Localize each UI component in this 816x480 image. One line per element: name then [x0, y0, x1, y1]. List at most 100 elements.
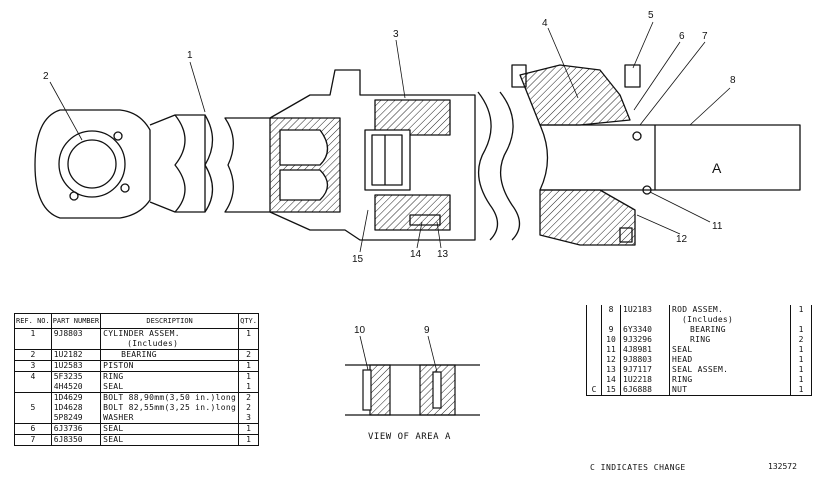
callout-8: 8: [730, 75, 736, 86]
row-description: BEARING: [669, 325, 791, 335]
table-row: (Includes): [14, 339, 259, 350]
view-letter-a: A: [712, 160, 722, 176]
callout-4: 4: [542, 18, 548, 29]
callout-3: 3: [393, 29, 399, 40]
row-ref: 8: [601, 305, 621, 315]
row-description: BEARING: [100, 349, 240, 361]
row-part-number: 4J8981: [620, 345, 670, 355]
row-part-number: 1U2218: [620, 375, 670, 385]
row-ref: 2: [14, 349, 52, 361]
view-caption: VIEW OF AREA A: [368, 432, 451, 442]
row-description: SEAL: [669, 345, 791, 355]
row-ref: 13: [601, 365, 621, 375]
callout-12: 12: [676, 234, 688, 245]
row-ref: 3: [14, 360, 52, 372]
callout-11: 11: [712, 221, 723, 232]
row-part-number: [620, 315, 670, 325]
row-description: ROD ASSEM.: [669, 305, 791, 315]
row-qty: 2: [238, 392, 259, 403]
callout-15: 15: [352, 254, 364, 265]
header-description: DESCRIPTION: [100, 313, 240, 329]
row-qty: 1: [246, 382, 251, 391]
row-description: WASHER: [100, 413, 240, 424]
row-ref: 9: [601, 325, 621, 335]
header-ref: REF. NO.: [14, 313, 52, 329]
row-ref: 7: [14, 434, 52, 446]
callout-10: 10: [354, 325, 366, 336]
callout-5: 5: [648, 10, 654, 21]
row-part-number: 6Y3340: [620, 325, 670, 335]
row-part-number: 1D4629: [51, 392, 102, 403]
row-qty: 1: [798, 345, 804, 354]
table-row: (Includes): [587, 315, 812, 325]
row-ref: 4: [14, 371, 52, 382]
row-part-number: 1U2183: [620, 305, 670, 315]
row-ref: 1: [14, 328, 52, 339]
row-ref: 12: [601, 355, 621, 365]
piston: [364, 99, 451, 231]
piston-rod: [539, 124, 801, 191]
callout-13: 13: [437, 249, 449, 260]
row-part-number: 9J7117: [620, 365, 670, 375]
header-qty: QTY.: [238, 313, 259, 329]
row-description: RING: [100, 371, 240, 382]
row-part-number: 6J8350: [51, 434, 102, 446]
header-part: PART NUMBER: [51, 313, 102, 329]
row-description: (Includes): [100, 339, 240, 350]
row-ref: 11: [601, 345, 621, 355]
row-qty: 1: [798, 365, 804, 374]
row-qty: 1: [798, 375, 804, 384]
cylinder-head: [511, 64, 652, 246]
row-description: BOLT 88,90mm(3,50 in.)long: [100, 392, 240, 403]
row-description: BOLT 82,55mm(3,25 in.)long: [100, 403, 240, 413]
table-header: REF. NO. PART NUMBER DESCRIPTION QTY.: [14, 313, 259, 329]
row-description: SEAL: [100, 423, 240, 435]
row-ref: 15: [601, 385, 621, 396]
row-description: HEAD: [669, 355, 791, 365]
row-qty: 2: [798, 335, 804, 344]
row-part-number: 9J8803: [51, 328, 102, 339]
row-qty: 1: [238, 371, 259, 382]
cylinder-barrel: [224, 69, 476, 241]
row-part-number: 1U2583: [51, 360, 102, 372]
row-part-number: 9J8803: [620, 355, 670, 365]
row-ref: [14, 413, 52, 424]
row-qty: 1: [798, 305, 804, 314]
row-description: NUT: [669, 385, 791, 396]
row-description: SEAL: [100, 382, 240, 393]
row-ref: 6: [14, 423, 52, 435]
row-ref: 14: [601, 375, 621, 385]
row-qty: 1: [238, 423, 259, 435]
row-ref: 5: [14, 403, 52, 413]
row-change-mark: [587, 355, 602, 365]
row-change-mark: [587, 325, 602, 335]
row-change-mark: [587, 305, 602, 315]
row-qty: [791, 315, 812, 325]
row-change-mark: [587, 365, 602, 375]
row-description: SEAL ASSEM.: [669, 365, 791, 375]
row-ref: [14, 339, 52, 350]
row-description: RING: [669, 375, 791, 385]
row-description: CYLINDER ASSEM.: [100, 328, 240, 339]
row-description: PISTON: [100, 360, 240, 372]
callout-14: 14: [410, 249, 422, 260]
row-qty: 2: [246, 403, 251, 412]
row-change-mark: [587, 335, 602, 345]
figure-number: 132572: [768, 462, 797, 471]
row-ref: [601, 315, 621, 325]
